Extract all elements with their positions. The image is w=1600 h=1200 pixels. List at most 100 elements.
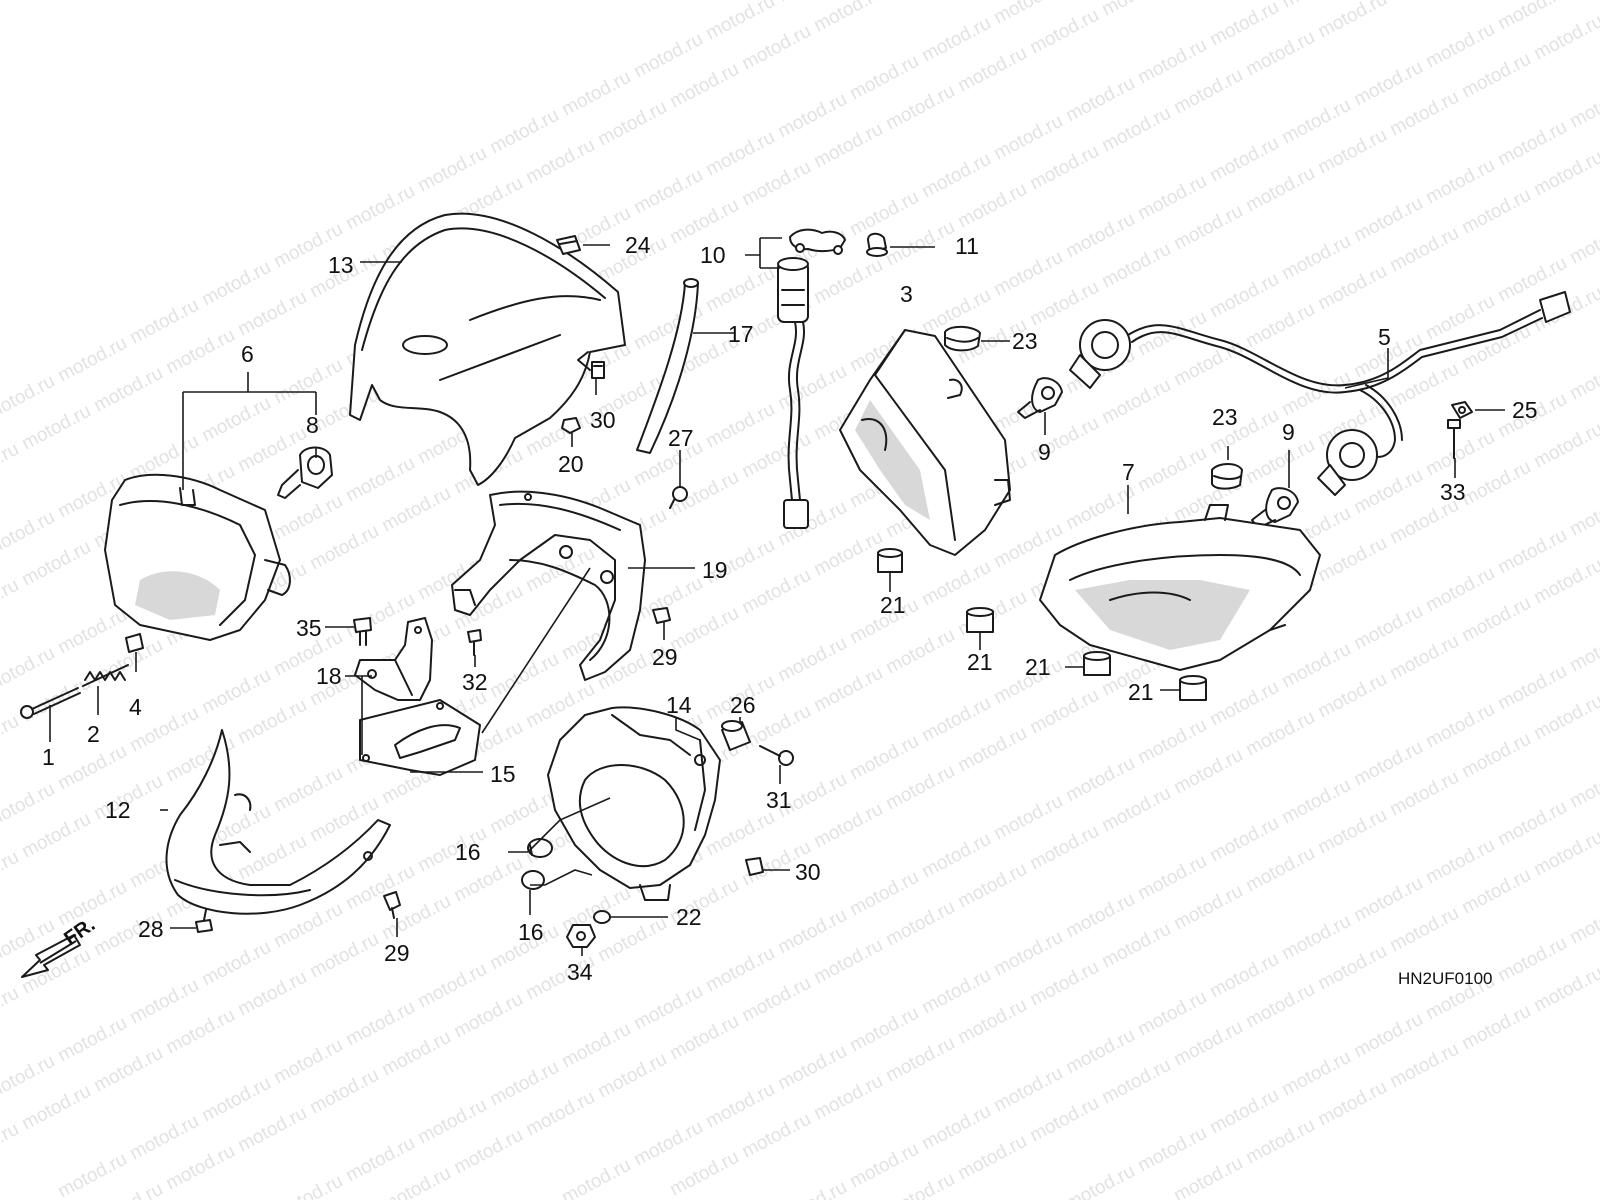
part-bulb-9-upper[interactable] bbox=[1017, 377, 1063, 419]
watermark-text: motod.ru bbox=[1386, 223, 1462, 277]
watermark-text: motod.ru bbox=[1206, 0, 1282, 50]
part-clip-24[interactable] bbox=[556, 235, 581, 255]
watermark-text: motod.ru bbox=[198, 393, 274, 447]
part-screw-32[interactable] bbox=[467, 629, 482, 656]
callout-23-upper: 23 bbox=[1012, 328, 1038, 354]
watermark-text: motod.ru bbox=[1314, 941, 1390, 995]
watermark-text: motod.ru bbox=[1134, 1123, 1210, 1177]
watermark-text: motod.ru bbox=[234, 1103, 310, 1157]
watermark-text: motod.ru bbox=[486, 1057, 562, 1111]
watermark-text: motod.ru bbox=[306, 929, 382, 983]
watermark-text: motod.ru bbox=[846, 1139, 922, 1193]
part-headlight-7[interactable] bbox=[1039, 504, 1321, 671]
watermark-text: motod.ru bbox=[18, 401, 94, 455]
watermark-text: motod.ru bbox=[1314, 0, 1390, 42]
watermark-text: motod.ru bbox=[666, 603, 742, 657]
watermark-text: motod.ru bbox=[234, 695, 310, 749]
part-clip-29-upper[interactable] bbox=[652, 607, 671, 624]
watermark-text: motod.ru bbox=[450, 1125, 526, 1179]
watermark-text: motod.ru bbox=[990, 1063, 1066, 1117]
watermark-text: motod.ru bbox=[774, 1041, 850, 1095]
part-bolt-1[interactable] bbox=[20, 687, 81, 719]
watermark-text: motod.ru bbox=[378, 483, 454, 537]
part-clip-30-lower[interactable] bbox=[745, 857, 764, 876]
part-nut-34[interactable] bbox=[566, 924, 596, 948]
watermark-text: motod.ru bbox=[414, 959, 490, 1013]
watermark-text: motod.ru bbox=[810, 527, 886, 581]
watermark-text: motod.ru bbox=[738, 429, 814, 483]
part-tube-17[interactable] bbox=[636, 278, 699, 454]
watermark-text: motod.ru bbox=[54, 741, 130, 795]
callout-19: 19 bbox=[702, 557, 728, 583]
watermark-text: motod.ru bbox=[1206, 269, 1282, 323]
part-rubber-21-c[interactable] bbox=[1083, 651, 1111, 676]
callout-2: 2 bbox=[87, 721, 100, 747]
part-rubber-21-a[interactable] bbox=[877, 548, 903, 573]
watermark-text: motod.ru bbox=[1314, 1077, 1390, 1131]
part-bulb-9-lower[interactable] bbox=[1251, 487, 1299, 529]
watermark-text: motod.ru bbox=[270, 763, 346, 817]
watermark-text: motod.ru bbox=[1494, 661, 1570, 715]
part-headlight-6[interactable] bbox=[104, 473, 291, 641]
part-clip-30-upper[interactable] bbox=[591, 361, 605, 379]
part-nut-20[interactable] bbox=[561, 417, 581, 434]
watermark-text: motod.ru bbox=[522, 135, 598, 189]
part-screw-28[interactable] bbox=[195, 909, 213, 933]
watermark-text: motod.ru bbox=[342, 1133, 418, 1187]
watermark-text: motod.ru bbox=[1206, 1085, 1282, 1139]
part-nut-4[interactable] bbox=[125, 633, 144, 653]
watermark-text: motod.ru bbox=[846, 867, 922, 921]
callout-6: 6 bbox=[241, 341, 254, 367]
part-spring-2[interactable] bbox=[82, 664, 129, 687]
part-socket-10[interactable] bbox=[777, 228, 846, 529]
part-inner-cover-19[interactable] bbox=[451, 490, 646, 681]
part-headlight-3[interactable] bbox=[839, 329, 1011, 556]
watermark-text: motod.ru bbox=[0, 1119, 23, 1173]
callout-21-a: 21 bbox=[880, 592, 906, 618]
part-bracket-18[interactable] bbox=[354, 617, 433, 701]
part-collar-26[interactable] bbox=[721, 720, 751, 751]
watermark-text: motod.ru bbox=[810, 255, 886, 309]
watermark-text: motod.ru bbox=[918, 693, 994, 747]
watermark-text: motod.ru bbox=[0, 1051, 59, 1105]
watermark-text: motod.ru bbox=[1278, 95, 1354, 149]
watermark-text: motod.ru bbox=[0, 983, 23, 1037]
watermark-text: motod.ru bbox=[1494, 0, 1570, 34]
part-collar-16-b[interactable] bbox=[521, 870, 545, 890]
watermark-text: motod.ru bbox=[990, 247, 1066, 301]
part-plate-15[interactable] bbox=[359, 699, 481, 776]
part-bulb-11[interactable] bbox=[866, 232, 888, 257]
part-harness-5[interactable] bbox=[1069, 291, 1571, 496]
part-bolt-27[interactable] bbox=[669, 486, 688, 509]
watermark-text: motod.ru bbox=[1566, 623, 1600, 677]
part-bolt-31[interactable] bbox=[759, 745, 794, 766]
part-bolt-35[interactable] bbox=[353, 617, 372, 646]
watermark-text: motod.ru bbox=[1242, 1115, 1318, 1169]
watermark-text: motod.ru bbox=[846, 51, 922, 105]
watermark-text: motod.ru bbox=[1098, 1055, 1174, 1109]
part-rubber-21-b[interactable] bbox=[966, 607, 994, 633]
watermark-text: motod.ru bbox=[666, 59, 742, 113]
watermark-text: motod.ru bbox=[0, 439, 23, 493]
watermark-text: motod.ru bbox=[810, 119, 886, 173]
part-lower-cover-14[interactable] bbox=[165, 729, 391, 915]
watermark-text: motod.ru bbox=[1566, 79, 1600, 133]
part-clip-29-lower[interactable] bbox=[383, 891, 401, 919]
watermark-text: motod.ru bbox=[1170, 201, 1246, 255]
part-rubber-23-upper[interactable] bbox=[944, 325, 981, 352]
part-rubber-21-d[interactable] bbox=[1179, 675, 1207, 701]
watermark-text: motod.ru bbox=[342, 453, 418, 507]
part-screw-33[interactable] bbox=[1447, 419, 1461, 459]
watermark-text: motod.ru bbox=[702, 807, 778, 861]
watermark-text: motod.ru bbox=[1098, 239, 1174, 293]
part-washer-22[interactable] bbox=[593, 910, 611, 924]
callout-30-upper: 30 bbox=[590, 407, 616, 433]
part-case-13[interactable] bbox=[547, 706, 721, 901]
part-clip-25[interactable] bbox=[1451, 401, 1473, 419]
watermark-text: motod.ru bbox=[738, 565, 814, 619]
part-rubber-23-lower[interactable] bbox=[1211, 463, 1243, 490]
watermark-text: motod.ru bbox=[954, 1131, 1030, 1185]
part-top-cover[interactable] bbox=[349, 212, 626, 486]
part-bulb-8[interactable] bbox=[277, 446, 333, 499]
